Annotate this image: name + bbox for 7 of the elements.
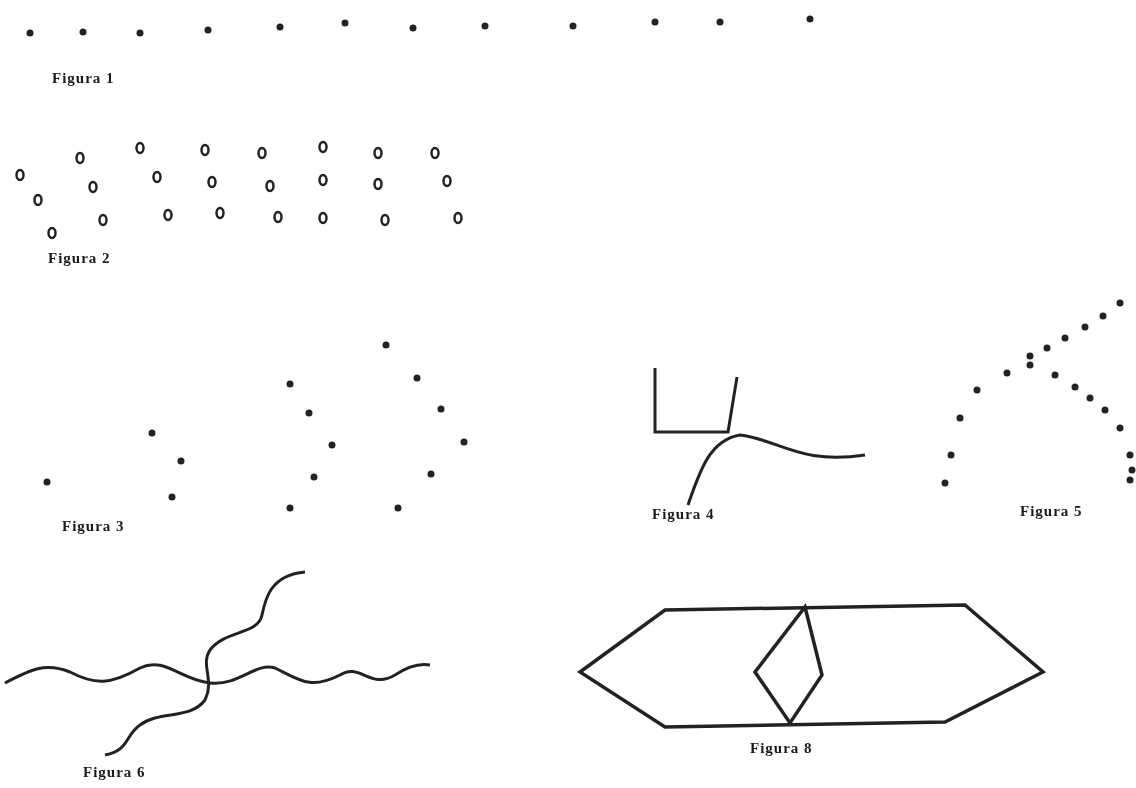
figure-caption: Figura 6: [83, 764, 146, 781]
figure-caption: Figura 2: [48, 250, 111, 267]
figure-caption: Figura 3: [62, 518, 125, 535]
figure-caption: Figura 4: [652, 506, 715, 523]
figure-caption: Figura 5: [1020, 503, 1083, 520]
figure-caption: Figura 1: [52, 70, 115, 87]
figure-caption: Figura 8: [750, 740, 813, 757]
